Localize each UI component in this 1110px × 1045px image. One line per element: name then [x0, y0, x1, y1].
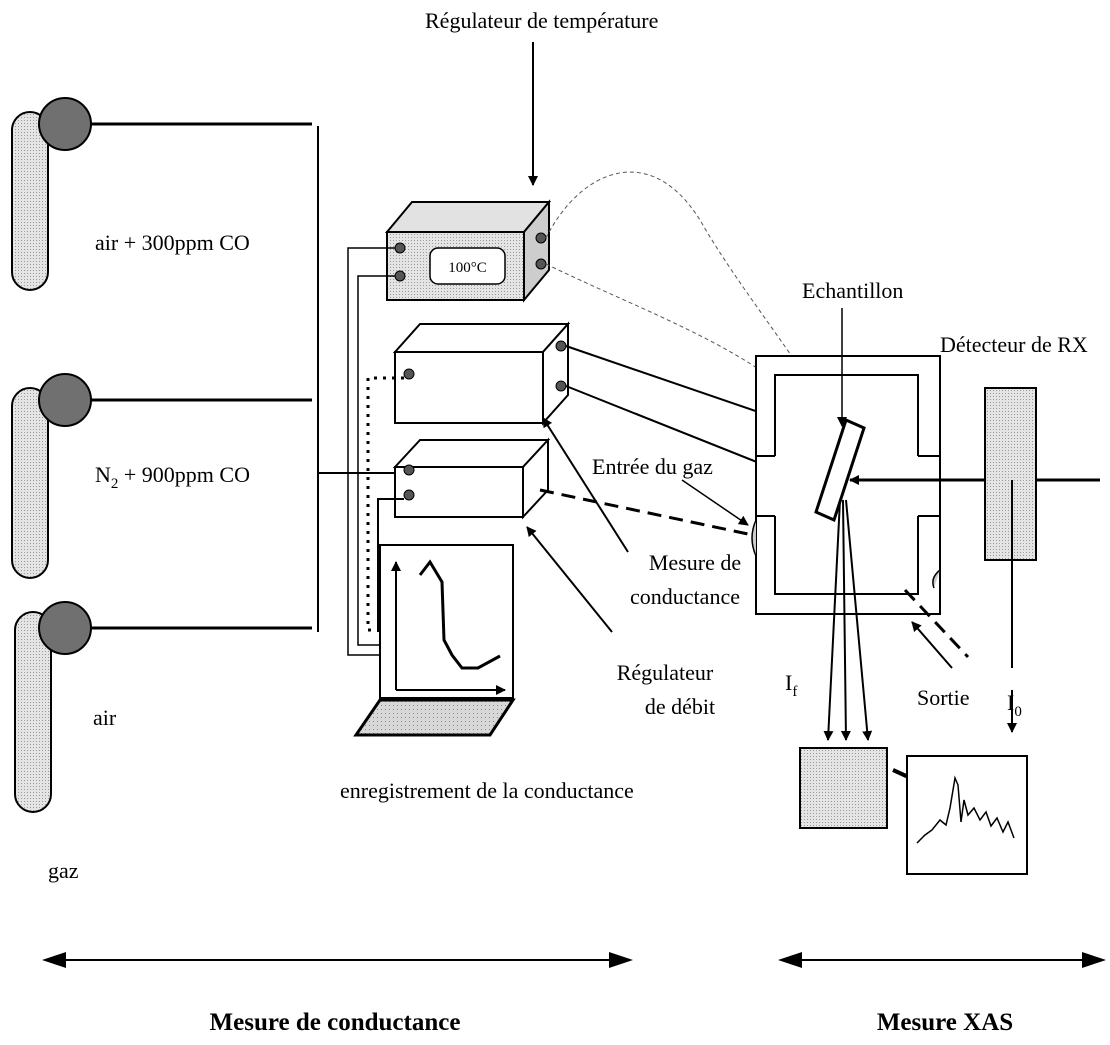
gas-manifold: [317, 126, 400, 632]
outlet-label: Sortie: [917, 685, 970, 710]
sample-label: Echantillon: [802, 278, 903, 303]
section-label-xas: Mesure XAS: [877, 1009, 1013, 1036]
temp-regulator-label: Régulateur de température: [425, 8, 658, 33]
fluorescence-detector: [799, 747, 888, 829]
wire-flow-to-computer: [377, 498, 404, 632]
detector-label: Détecteur de RX: [940, 332, 1088, 357]
recording-label: enregistrement de la conductance: [340, 778, 634, 803]
gas-inlet-line: [539, 488, 749, 536]
if-label: If: [785, 670, 797, 700]
flow-regulator-box: [392, 437, 551, 520]
i0-label: I0: [1007, 690, 1022, 720]
wire-temp-to-computer-2: [357, 275, 395, 646]
conductance-meter-box: [392, 321, 571, 426]
gas-cylinder-3: [14, 601, 312, 813]
xray-detector: [984, 387, 1037, 561]
temp-display: 100°C: [448, 260, 487, 276]
wire-conductance-to-computer: [366, 376, 404, 632]
xas-spectrum: [906, 755, 1028, 875]
flow-regulator-label-line2: de débit: [645, 694, 715, 719]
fluorescence-rays: [823, 499, 873, 741]
sample-cell: [751, 355, 941, 615]
temperature-regulator-box: 100°C: [384, 199, 552, 303]
recording-computer: [353, 544, 516, 737]
sample-holder: [814, 417, 866, 523]
gas-cylinder-1: [11, 97, 312, 291]
gas-cylinder-2: [11, 373, 312, 579]
gas-label-air: air: [93, 705, 117, 730]
flow-regulator-arrow: [526, 526, 613, 633]
flow-regulator-label-line1: Régulateur: [617, 660, 714, 685]
gas-label-n2-co: N2 + 900ppm CO: [95, 462, 250, 492]
gas-label-air-co: air + 300ppm CO: [95, 230, 250, 255]
thermocouple-wire-2: [545, 263, 836, 441]
gas-inlet-label: Entrée du gaz: [592, 454, 713, 479]
conductance-measure-label-line2: conductance: [630, 584, 740, 609]
gas-inlet-arrow: [681, 479, 749, 526]
outlet-arrow: [911, 621, 953, 669]
wire-temp-to-computer-1: [347, 247, 395, 656]
gas-caption: gaz: [48, 858, 79, 883]
conductance-measure-label-line1: Mesure de: [649, 550, 741, 575]
conductance-measure-arrow: [542, 417, 629, 553]
gas-outlet-line: [903, 588, 970, 659]
section-label-conductance: Mesure de conductance: [210, 1009, 461, 1036]
